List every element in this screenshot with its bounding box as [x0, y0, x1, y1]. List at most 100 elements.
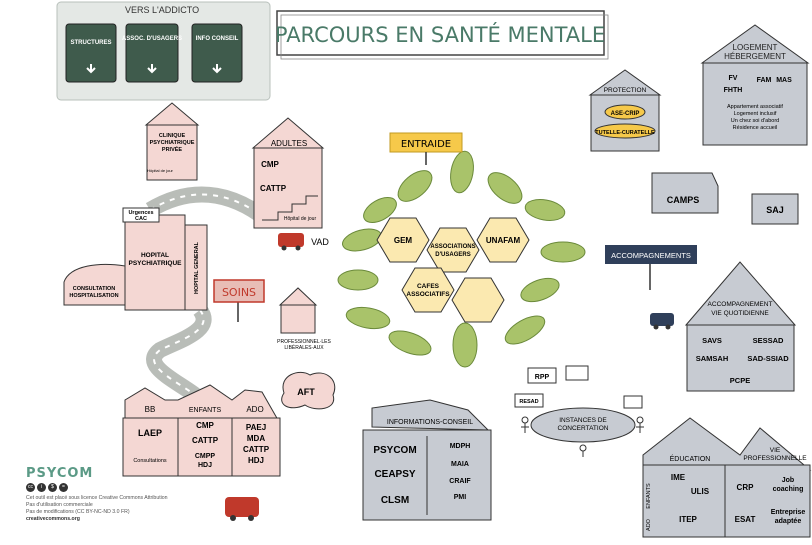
arrow-down-icon — [147, 64, 157, 74]
saj-label: SAJ — [766, 205, 784, 215]
logement-line: Un chez soi d'abord — [731, 118, 779, 124]
accompagnements-sign: ACCOMPAGNEMENTS — [605, 245, 697, 290]
itep-label: ITEP — [679, 515, 697, 524]
hexagon-unafam[interactable]: UNAFAM — [476, 217, 530, 263]
education-heading: ÉDUCATION — [670, 454, 711, 463]
ado-item: MDA — [247, 434, 265, 443]
info-right-item: CRAIF — [449, 478, 471, 485]
adultes-house: ADULTES CMP CATTP Hôpital de jour — [251, 117, 325, 229]
enfants-item: CATTP — [192, 436, 219, 445]
addicto-heading: VERS L'ADDICTO — [125, 5, 199, 15]
hexagon-empty — [451, 277, 505, 323]
label-fhth: FHTH — [724, 87, 743, 94]
label-fam: FAM — [757, 77, 772, 84]
nc-icon: $ — [48, 483, 57, 492]
soins-label: SOINS — [222, 286, 256, 299]
enfants-item: CMP — [196, 421, 214, 430]
enfants-house: BB ENFANTS ADO LAEP Consultations CMP CA… — [122, 384, 281, 477]
protection-heading: PROTECTION — [604, 87, 647, 94]
brand-logo: PSYCOM — [26, 466, 94, 481]
adultes-item: CATTP — [260, 184, 287, 193]
ime-label: IME — [671, 473, 686, 482]
person-icon — [636, 416, 644, 433]
addicto-box-assoc[interactable]: ASSOC. D'USAGERS — [122, 23, 182, 83]
license-link[interactable]: creativecommons.org — [26, 516, 80, 522]
label-fv: FV — [729, 75, 738, 82]
addicto-box-label: ASSOC. D'USAGERS — [122, 36, 182, 42]
resad-label: RESAD — [519, 399, 538, 405]
entraide-label: ENTRAIDE — [401, 139, 451, 150]
saj-building: SAJ — [751, 193, 799, 225]
vad-van: VAD — [278, 233, 329, 251]
info-right-item: MDPH — [450, 443, 471, 450]
ado-label: ADO — [246, 405, 263, 414]
ado-side-label: ADO — [646, 518, 652, 531]
nd-icon: = — [59, 483, 68, 492]
protection-item: ASE-CRIP — [611, 111, 640, 117]
addicto-panel: VERS L'ADDICTO STRUCTURES ASSOC. D'USAGE… — [56, 1, 271, 101]
aft-bubble: AFT — [281, 371, 336, 410]
bb-label: BB — [145, 405, 156, 414]
ulis-label: ULIS — [691, 487, 710, 496]
cc-icons: cc i $ = — [26, 483, 256, 492]
vq-item: SAVS — [702, 336, 722, 345]
van-icon — [650, 313, 674, 330]
hexagon-label: UNAFAM — [486, 236, 521, 245]
info-right-item: PMI — [454, 494, 467, 501]
enfants-side-label: ENFANTS — [646, 483, 652, 509]
clinique-sub: Hôpital de jour — [147, 168, 173, 173]
camps-label: CAMPS — [667, 195, 700, 205]
adultes-sub: Hôpital de jour — [284, 216, 317, 222]
ado-item: PAEJ — [246, 423, 266, 432]
footer: PSYCOM cc i $ = Cet outil est placé sous… — [26, 466, 256, 523]
protection-item: TUTELLE-CURATELLE — [595, 130, 655, 136]
laep-label: LAEP — [138, 428, 162, 438]
informations-heading: INFORMATIONS-CONSEIL — [387, 419, 473, 426]
addicto-box-info[interactable]: INFO CONSEIL — [191, 23, 243, 83]
logement-line: Logement inclusif — [734, 111, 777, 117]
enfants-label: ENFANTS — [189, 407, 222, 414]
title-banner: PARCOURS EN SANTÉ MENTALE — [275, 10, 609, 60]
page-title: PARCOURS EN SANTÉ MENTALE — [275, 22, 605, 47]
addicto-box-label: STRUCTURES — [70, 40, 111, 46]
vq-item: PCPE — [730, 376, 750, 385]
hexagon-gem[interactable]: GEM — [376, 217, 430, 263]
informations-house: INFORMATIONS-CONSEIL PSYCOM CEAPSY CLSM … — [362, 399, 492, 521]
vad-label: VAD — [311, 237, 329, 247]
person-icon — [579, 444, 587, 457]
vq-item: SAD-SSIAD — [747, 354, 789, 363]
by-icon: i — [37, 483, 46, 492]
vq-item: SESSAD — [753, 336, 784, 345]
svg-text:ASSOC. D'USAGERS: ASSOC. D'USAGERS — [122, 36, 182, 42]
addicto-box-structures[interactable]: STRUCTURES — [65, 23, 117, 83]
person-icon — [521, 416, 529, 433]
consultations-label: Consultations — [133, 458, 167, 464]
accompagnements-label: ACCOMPAGNEMENTS — [611, 251, 691, 260]
hopital-general-label: HOPITAL GENERAL — [194, 241, 200, 294]
arrow-down-icon — [86, 64, 96, 74]
ado-item: CATTP — [243, 445, 270, 454]
red-van-icon — [225, 497, 259, 521]
logement-line: Résidence accueil — [733, 125, 778, 131]
hexagon-label: GEM — [394, 236, 413, 245]
